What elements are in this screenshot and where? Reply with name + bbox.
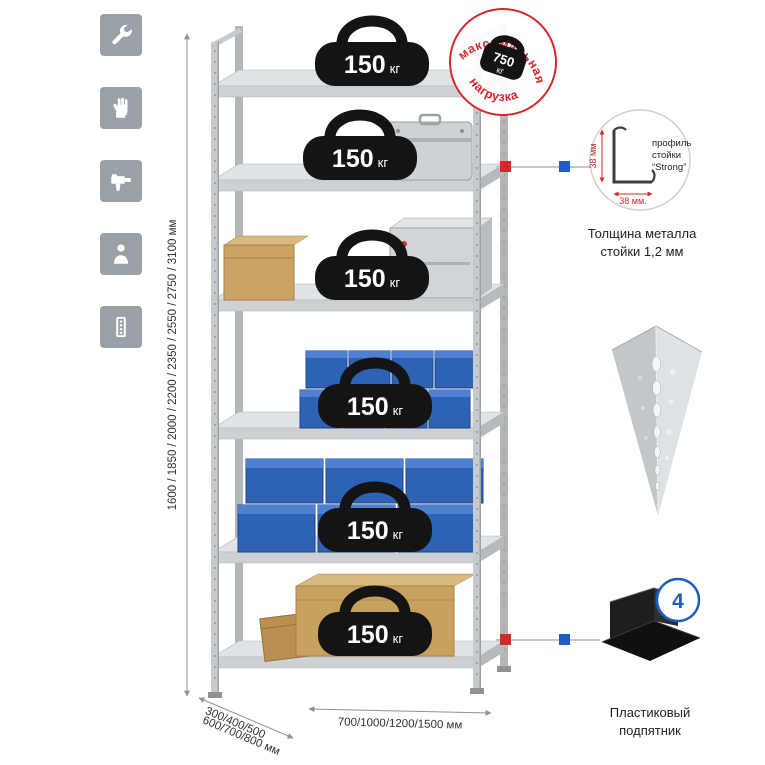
kit-count-value: 4 bbox=[672, 590, 684, 613]
cardboard-box-small bbox=[223, 235, 309, 301]
wrench-icon bbox=[100, 14, 142, 56]
callout-bottom bbox=[496, 634, 600, 645]
width-dimension-label: 700/1000/1200/1500 мм bbox=[338, 716, 463, 731]
rack-front-posts bbox=[208, 38, 511, 698]
max-load-stamp: максимальная нагрузка 750 кг bbox=[449, 8, 557, 116]
kit-count-badge: 4 в комплекте bbox=[654, 577, 701, 623]
profile-dim-vertical: 38 мм bbox=[588, 144, 598, 169]
profile-label-3: “Strong” bbox=[652, 162, 686, 173]
glove-icon bbox=[100, 87, 142, 129]
height-dimension-label: 1600 / 1850 / 2000 / 2200 / 2350 / 2550 … bbox=[167, 220, 179, 511]
callout-top bbox=[496, 161, 594, 172]
profile-caption-line1: Толщина металла bbox=[588, 226, 697, 241]
feature-icon-column bbox=[100, 14, 142, 348]
drill-icon bbox=[100, 160, 142, 202]
corner-post-image bbox=[611, 325, 703, 517]
depth-dimension: 300/400/500 600/700/800 мм bbox=[198, 697, 294, 758]
blue-marker bbox=[559, 161, 570, 172]
post-profile-detail: 38 мм 38 мм. профиль стойки “Strong” bbox=[588, 109, 691, 211]
foot-caption-line1: Пластиковый bbox=[610, 705, 690, 720]
perforated-post-icon bbox=[100, 306, 142, 348]
blue-marker bbox=[559, 634, 570, 645]
rack-back-posts bbox=[213, 23, 508, 668]
stamp-unit: кг bbox=[495, 65, 506, 77]
person-icon bbox=[100, 233, 142, 275]
width-dimension: 700/1000/1200/1500 мм bbox=[308, 706, 492, 732]
profile-caption-line2: стойки 1,2 мм bbox=[601, 244, 684, 259]
red-marker bbox=[500, 634, 511, 645]
profile-dim-horizontal: 38 мм. bbox=[619, 196, 646, 206]
profile-label-1: профиль bbox=[652, 138, 691, 149]
stamp-value: 750 bbox=[491, 49, 516, 70]
foot-caption-line2: подпятник bbox=[619, 723, 681, 738]
red-marker bbox=[500, 161, 511, 172]
height-dimension: 1600 / 1850 / 2000 / 2200 / 2350 / 2550 … bbox=[167, 33, 190, 697]
profile-label-2: стойки bbox=[652, 150, 681, 161]
